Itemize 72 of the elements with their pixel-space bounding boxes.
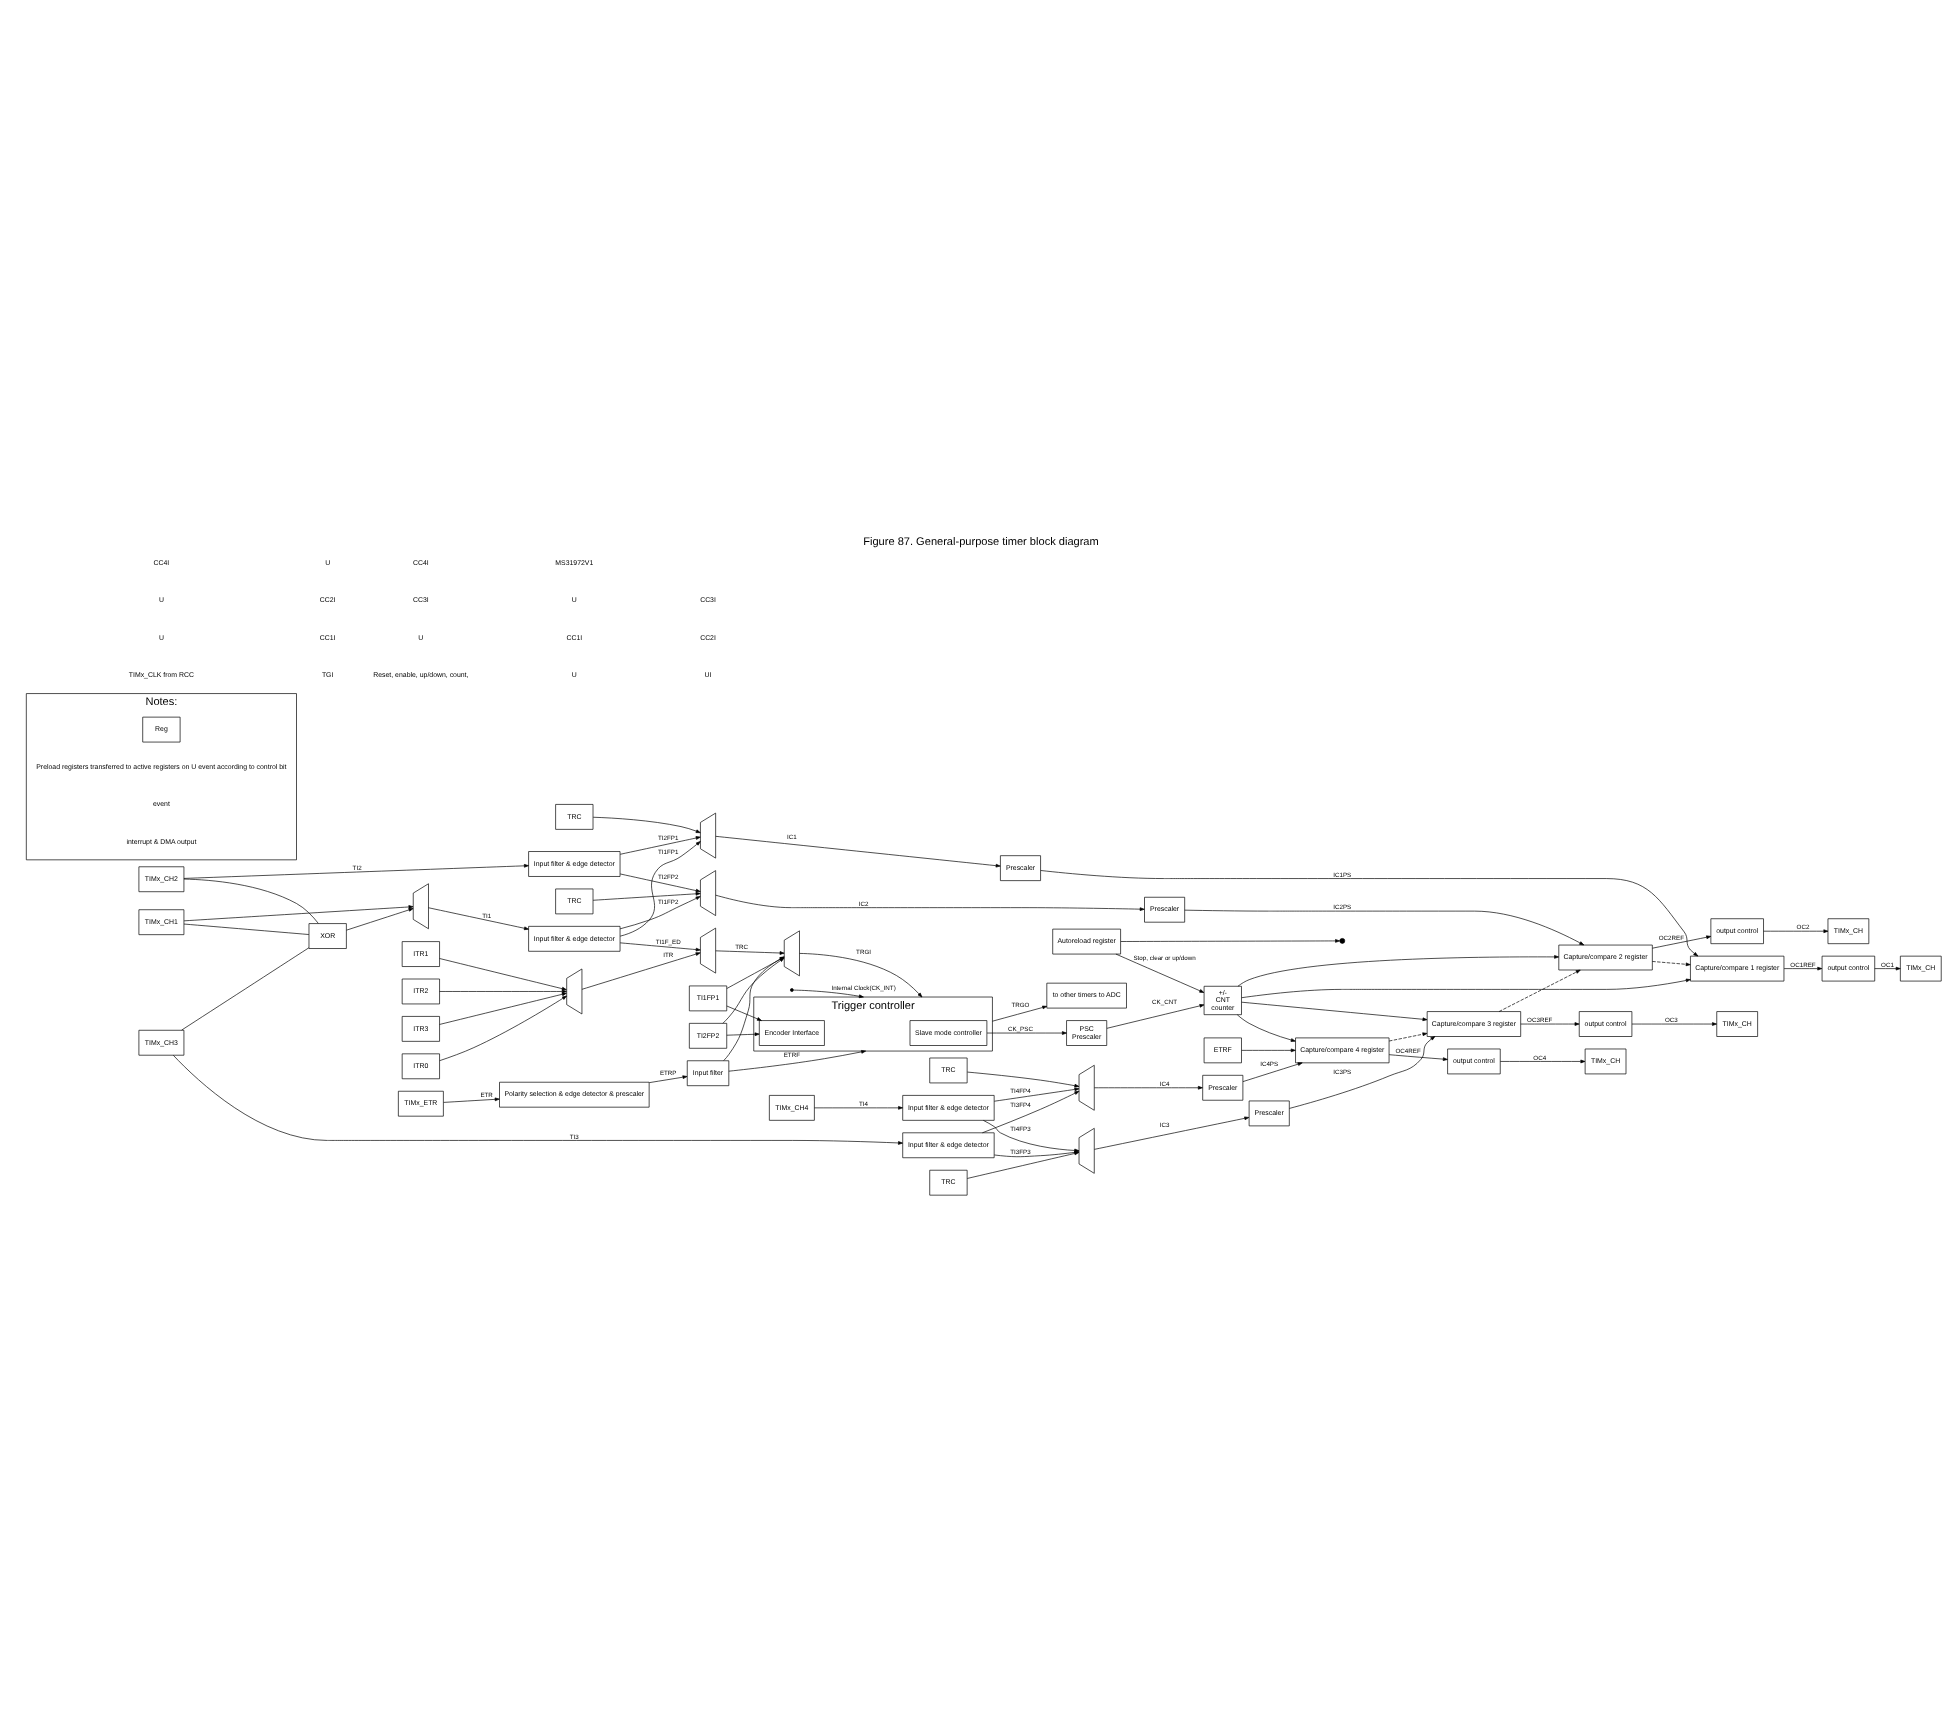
arrow bbox=[591, 816, 700, 834]
arrow bbox=[1873, 966, 1900, 971]
arrow bbox=[647, 1075, 687, 1083]
arrow bbox=[1093, 1085, 1202, 1090]
arrow bbox=[1119, 939, 1339, 943]
node-trapezium bbox=[699, 870, 715, 916]
arrow bbox=[618, 942, 700, 952]
arrow bbox=[1630, 1022, 1716, 1026]
arrow bbox=[1651, 961, 1690, 967]
arrow bbox=[1114, 953, 1204, 993]
arrow bbox=[618, 873, 700, 893]
arrow bbox=[345, 908, 413, 931]
arrow bbox=[1105, 1004, 1204, 1029]
arrow bbox=[1183, 909, 1584, 946]
arrow bbox=[438, 958, 566, 991]
arrow bbox=[966, 1071, 1079, 1088]
arrow bbox=[725, 1032, 759, 1037]
node-trapezium bbox=[1077, 1064, 1094, 1111]
node-trapezium bbox=[1077, 1127, 1094, 1174]
arrow bbox=[438, 992, 566, 1025]
node-trapezium bbox=[565, 968, 582, 1015]
connector bbox=[182, 923, 309, 935]
arrow bbox=[1039, 870, 1698, 957]
node-trapezium bbox=[411, 883, 428, 930]
arrow bbox=[714, 950, 784, 955]
arrow bbox=[721, 957, 784, 1024]
arrow bbox=[798, 953, 922, 998]
arrow bbox=[1241, 1062, 1302, 1082]
arrow bbox=[1240, 978, 1690, 999]
arrow bbox=[1762, 929, 1828, 933]
arrow bbox=[618, 896, 700, 930]
arrow bbox=[1519, 1022, 1579, 1026]
arrow bbox=[1240, 1048, 1295, 1053]
arrow bbox=[1387, 1054, 1447, 1061]
arrow bbox=[580, 952, 700, 990]
arrow bbox=[725, 1005, 761, 1021]
arrow bbox=[1240, 1001, 1427, 1022]
arrow bbox=[442, 1097, 499, 1103]
arrow bbox=[618, 836, 700, 855]
node-trapezium bbox=[699, 927, 715, 974]
connector bbox=[180, 947, 309, 1031]
arrow bbox=[1651, 935, 1711, 949]
arrow bbox=[1093, 1116, 1249, 1150]
arrow bbox=[725, 956, 784, 989]
arrow bbox=[427, 907, 528, 931]
arrow bbox=[722, 956, 784, 1061]
arrow bbox=[813, 1106, 902, 1110]
arrow bbox=[1782, 966, 1822, 971]
arrow bbox=[1236, 955, 1559, 987]
arrow bbox=[618, 841, 700, 937]
arrow bbox=[981, 1090, 1079, 1134]
arrow bbox=[591, 892, 700, 901]
node-trapezium bbox=[699, 812, 715, 859]
arrow bbox=[714, 894, 1144, 911]
node-trapezium bbox=[782, 930, 799, 977]
arrow bbox=[1497, 969, 1580, 1012]
arrow bbox=[992, 1087, 1079, 1102]
arrow bbox=[714, 836, 1000, 868]
arrow bbox=[792, 989, 863, 999]
arrow bbox=[1288, 1036, 1435, 1109]
connector bbox=[182, 878, 318, 924]
arrow bbox=[1499, 1059, 1585, 1064]
arrow bbox=[182, 864, 528, 879]
arrow bbox=[991, 1005, 1047, 1022]
arrow bbox=[727, 1050, 866, 1072]
arrow bbox=[182, 905, 413, 922]
arrow bbox=[1387, 1032, 1427, 1042]
arrow bbox=[985, 1031, 1066, 1035]
arrow bbox=[438, 989, 566, 994]
arrow bbox=[438, 995, 566, 1061]
arrow bbox=[172, 1054, 902, 1145]
arrow bbox=[1235, 1014, 1295, 1042]
